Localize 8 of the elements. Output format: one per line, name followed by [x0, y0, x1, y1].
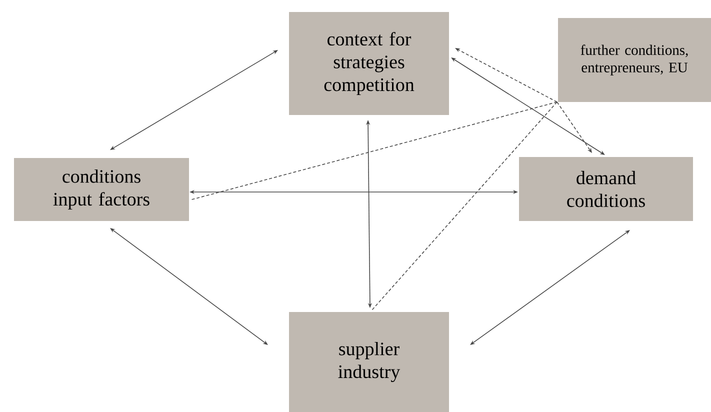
factor-box: conditions input factors: [14, 158, 189, 221]
arrow: [556, 102, 592, 153]
factor-box: further conditions, entrepreneurs, EU: [558, 18, 711, 102]
factor-box: demand conditions: [519, 157, 693, 221]
factor-box: supplier industry: [289, 312, 449, 412]
arrow: [470, 230, 630, 345]
factor-box: context for strategies competition: [289, 12, 449, 115]
arrow: [110, 228, 268, 345]
